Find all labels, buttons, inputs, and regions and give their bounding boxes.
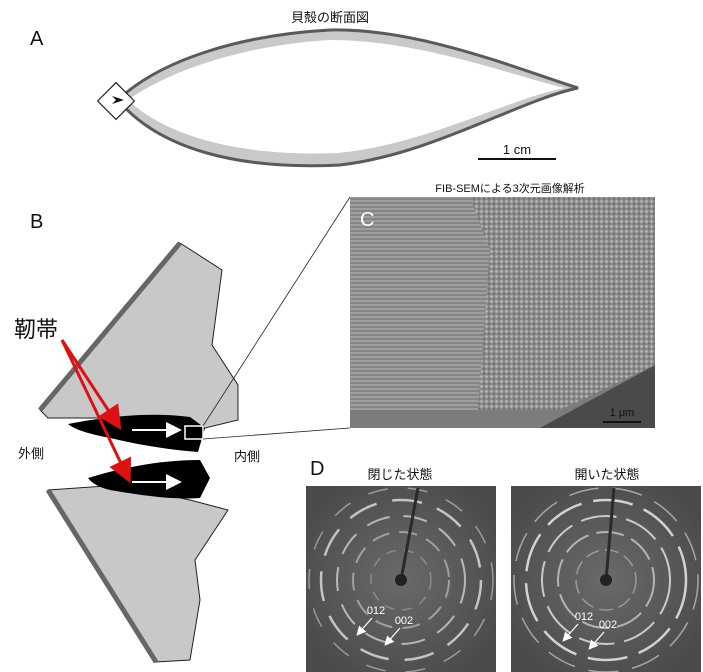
shell-cavity: [128, 40, 565, 154]
panel-a-title: 貝殻の断面図: [291, 10, 369, 25]
closed-state-title: 閉じた状態: [367, 467, 432, 482]
sampling-box: [184, 425, 204, 440]
panel-a: A 貝殻の断面図 1 cm: [30, 10, 584, 168]
outer-side-label: 外側: [18, 446, 44, 461]
xrd-open: [511, 486, 701, 672]
ligament-label: 靭帯: [14, 317, 58, 342]
red-arrow-lower: [60, 339, 132, 484]
xrd-closed: [306, 486, 496, 672]
panel-d-letter: D: [310, 458, 324, 480]
upper-valve: [39, 242, 239, 429]
sem-dark-corner: [540, 365, 655, 428]
sem-fiber-face: [350, 197, 490, 410]
upper-valve-edge: [38, 241, 182, 412]
panel-a-scale-label: 1 cm: [503, 142, 531, 157]
sem-cross-section-face: [470, 197, 655, 410]
closed-peak-012: 012: [367, 605, 385, 617]
open-peak-002: 002: [599, 619, 617, 631]
panel-a-letter: A: [30, 28, 44, 50]
panel-d: D 閉じた状態 開いた状態 012 002: [306, 458, 701, 672]
zoom-line-bottom: [202, 427, 351, 440]
closed-peak-002: 002: [395, 615, 413, 627]
panel-c-letter: C: [360, 209, 374, 231]
inner-side-label: 内側: [234, 449, 260, 464]
panel-c: FIB-SEMによる3次元画像解析 C 1 μm: [350, 181, 655, 428]
panel-c-title: FIB-SEMによる3次元画像解析: [435, 181, 584, 195]
panel-b-letter: B: [30, 211, 43, 233]
zoom-line-top: [202, 196, 351, 427]
open-peak-012: 012: [575, 611, 593, 623]
red-arrow-upper: [60, 339, 122, 431]
panel-b: B 靭帯 外側 内側: [14, 196, 351, 664]
open-state-title: 開いた状態: [574, 467, 639, 482]
lower-valve-edge: [45, 488, 159, 664]
hinge-ligament-mark: [112, 96, 124, 104]
panel-c-scale-label: 1 μm: [610, 407, 635, 419]
